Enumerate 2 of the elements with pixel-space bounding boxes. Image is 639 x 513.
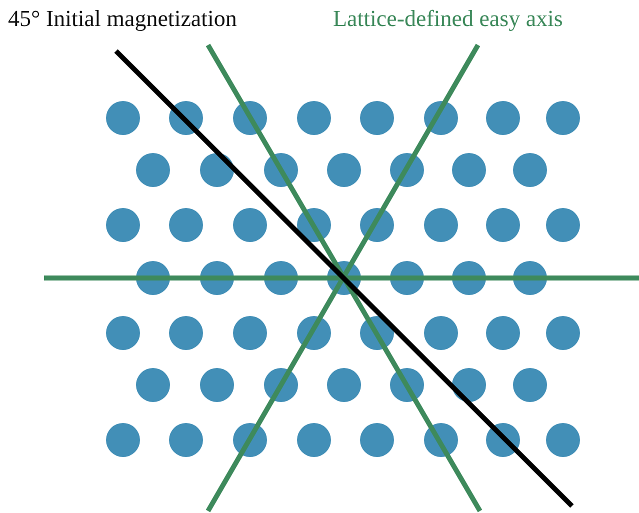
axis-label: 45° Initial magnetization [8, 6, 237, 32]
axis-label: Lattice-defined easy axis [333, 6, 563, 32]
